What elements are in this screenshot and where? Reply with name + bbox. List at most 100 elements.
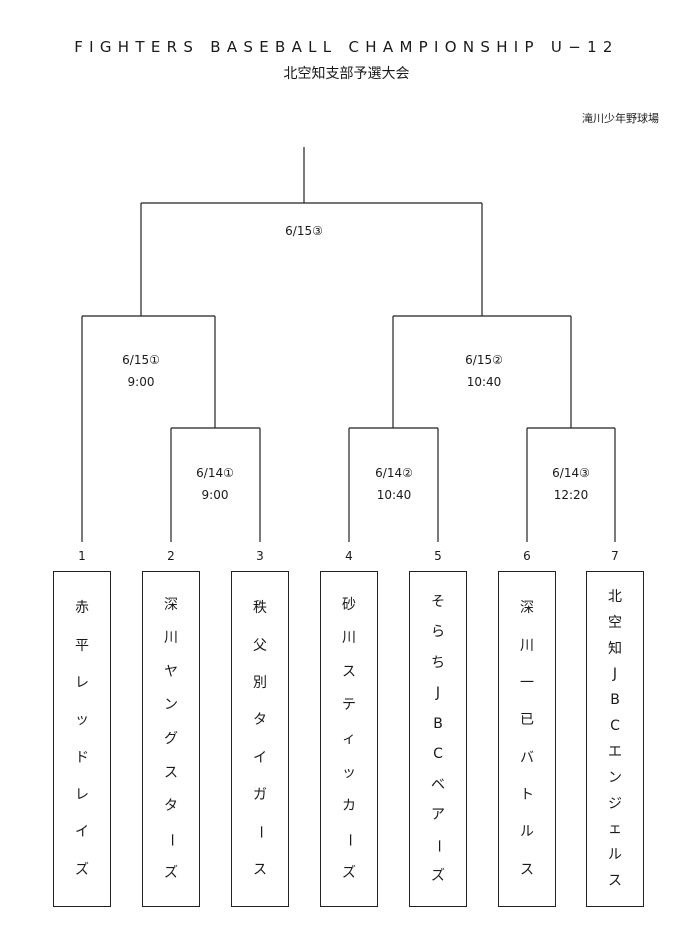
team-name-char: 別: [253, 674, 267, 691]
team-number: 2: [167, 549, 175, 563]
team-name-char: 平: [75, 637, 89, 654]
team-name-char: ッ: [342, 764, 356, 781]
team-name-char: B: [433, 715, 443, 732]
team-name-char: ち: [431, 654, 445, 671]
team-name-char: 深: [520, 600, 534, 617]
team-name-char: イ: [253, 749, 267, 766]
team-box: 深川ヤングスターズ: [142, 571, 200, 907]
team-name-char: テ: [342, 697, 356, 714]
team-name-char: ガ: [253, 786, 267, 803]
team-number: 6: [523, 549, 531, 563]
team-box: 秩父別タイガース: [231, 571, 289, 907]
final-game-label: 6/15③: [264, 220, 344, 242]
team-name-char: ベ: [431, 776, 445, 793]
team-name-char: ヤ: [164, 663, 178, 680]
team-name-char: 已: [520, 712, 534, 729]
team-name-char: ー: [163, 832, 179, 847]
team-name-char: ド: [75, 749, 89, 766]
game-time: 12:20: [553, 488, 589, 502]
team-name-char: ズ: [75, 861, 89, 878]
team-name-char: 北: [608, 588, 622, 605]
team-name-char: ィ: [342, 730, 356, 747]
venue-label: 滝川少年野球場: [582, 112, 659, 125]
team-name-char: ー: [430, 838, 446, 853]
team-number: 3: [256, 549, 264, 563]
team-name-char: 秩: [253, 600, 267, 617]
team-name-char: レ: [75, 786, 89, 803]
first-1-game-label: 6/14① 9:00: [175, 462, 255, 506]
team-name: 深川ヤングスターズ: [143, 572, 199, 906]
team-number: 4: [345, 549, 353, 563]
team-name: 深川一已バトルス: [499, 572, 555, 906]
team-number: 1: [78, 549, 86, 563]
first-3-game-label: 6/14③ 12:20: [531, 462, 611, 506]
team-name-char: ス: [520, 861, 534, 878]
team-name-char: ッ: [75, 712, 89, 729]
semi-right-game-label: 6/15② 10:40: [444, 349, 524, 393]
first-2-line: [348, 427, 439, 542]
game-time: 10:40: [376, 488, 412, 502]
team-name-char: ー: [252, 825, 268, 840]
team-number: 7: [611, 549, 619, 563]
game-time: 9:00: [127, 375, 155, 389]
game-date: 6/14①: [196, 466, 234, 480]
game-time: 10:40: [466, 375, 502, 389]
team-name-char: ズ: [431, 868, 445, 885]
team-name-char: ン: [164, 697, 178, 714]
team-name-char: ス: [608, 873, 622, 890]
team-name-char: ス: [342, 663, 356, 680]
team-name-char: ー: [341, 832, 357, 847]
tournament-subtitle: 北空知支部予選大会: [283, 66, 410, 82]
team-name-char: ら: [431, 624, 445, 641]
team-name-char: ジ: [608, 795, 622, 812]
team-name-char: ェ: [608, 821, 622, 838]
final-line: [140, 147, 483, 316]
team-name-char: 赤: [75, 600, 89, 617]
first-3-line: [526, 427, 616, 542]
game-date: 6/15②: [465, 353, 503, 367]
team-name-char: タ: [164, 798, 178, 815]
team-name: 赤平レッドレイズ: [54, 572, 110, 906]
team-box: 深川一已バトルス: [498, 571, 556, 907]
game-date: 6/15③: [285, 224, 323, 238]
team-name-char: 一: [520, 674, 534, 691]
team-name-char: C: [433, 746, 443, 763]
team-name-char: 川: [520, 637, 534, 654]
team-name-char: ズ: [342, 865, 356, 882]
semi-left-game-label: 6/15① 9:00: [101, 349, 181, 393]
team-name-char: イ: [75, 824, 89, 841]
semi-right-line: [392, 315, 572, 428]
team-name-char: グ: [164, 730, 178, 747]
team-name-char: 川: [164, 630, 178, 647]
team-name: 砂川スティッカーズ: [321, 572, 377, 906]
game-date: 6/14②: [375, 466, 413, 480]
team-name-char: 父: [253, 637, 267, 654]
team-name-char: 砂: [342, 596, 356, 613]
team-name-char: J: [435, 685, 441, 702]
team-name-char: レ: [75, 674, 89, 691]
team-name-char: ア: [431, 807, 445, 824]
team-name-char: ス: [164, 764, 178, 781]
team-name-char: B: [610, 692, 620, 709]
team-name-char: J: [612, 666, 618, 683]
team-name-char: ズ: [164, 865, 178, 882]
game-date: 6/15①: [122, 353, 160, 367]
game-date: 6/14③: [552, 466, 590, 480]
team-name-char: 川: [342, 630, 356, 647]
team-name: 秩父別タイガース: [232, 572, 288, 906]
team-box: 砂川スティッカーズ: [320, 571, 378, 907]
team-name-char: ト: [520, 786, 534, 803]
team-name-char: タ: [253, 712, 267, 729]
team-name-char: 空: [608, 614, 622, 631]
team-name-char: ル: [608, 847, 622, 864]
game-time: 9:00: [201, 488, 229, 502]
first-1-line: [170, 427, 261, 542]
semi-left-line: [81, 315, 216, 542]
team-box: 赤平レッドレイズ: [53, 571, 111, 907]
first-2-game-label: 6/14② 10:40: [354, 462, 434, 506]
